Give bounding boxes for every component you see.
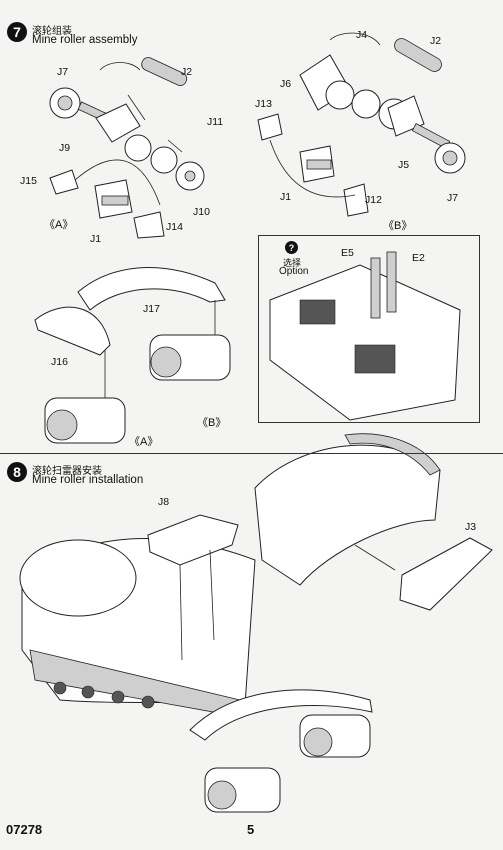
label-j6: J6 — [280, 78, 292, 90]
label-j11: J11 — [207, 116, 224, 128]
label-j4: J4 — [356, 29, 368, 41]
product-code: 07278 — [6, 822, 43, 837]
label-j12: J12 — [365, 194, 382, 206]
frame-assembly-step7 — [34, 267, 231, 444]
label-j16: J16 — [51, 356, 68, 368]
label-j10: J10 — [193, 206, 210, 218]
label-a-top: 《A》 — [44, 219, 74, 231]
label-j15: J15 — [20, 175, 37, 187]
option-panel — [258, 235, 480, 423]
tank-hull — [19, 538, 256, 716]
step-7-number: 7 — [13, 24, 21, 40]
assembly-a-exploded — [49, 57, 205, 239]
j8-bracket — [147, 514, 239, 661]
label-j7-left: J7 — [57, 66, 69, 78]
label-e5: E5 — [341, 247, 354, 259]
option-icon-glyph: ? — [288, 242, 295, 253]
label-j1-left: J1 — [90, 233, 102, 245]
assembly-b-exploded — [257, 32, 466, 217]
step-8-number: 8 — [13, 464, 21, 480]
label-b-bottom: 《B》 — [197, 417, 227, 429]
label-a-bottom: 《A》 — [129, 436, 159, 448]
step-divider — [0, 453, 503, 454]
label-b-top: 《B》 — [383, 220, 413, 232]
option-label-en: Option — [279, 266, 309, 277]
track-plow-section — [254, 433, 493, 611]
option-inset-illustration — [269, 251, 461, 421]
label-j17: J17 — [143, 303, 160, 315]
option-icon: ? — [285, 241, 298, 254]
step-8-badge: 8 — [7, 462, 27, 482]
step-7-badge: 7 — [7, 22, 27, 42]
label-j14: J14 — [166, 221, 183, 233]
label-j13: J13 — [255, 98, 272, 110]
label-j7-right: J7 — [447, 192, 459, 204]
label-e2: E2 — [412, 252, 425, 264]
option-label-cn: 选择 — [283, 258, 302, 268]
label-j5: J5 — [398, 159, 410, 171]
step-7-title-cn: 滚轮组装 — [32, 26, 72, 37]
label-j1-right: J1 — [280, 191, 292, 203]
step-8-title-cn: 滚轮扫雷器安装 — [32, 466, 102, 477]
label-j2-left: J2 — [181, 66, 193, 78]
page-number: 5 — [247, 822, 255, 837]
step8-roller-frame — [189, 689, 373, 813]
label-j9: J9 — [59, 142, 71, 154]
step-7-title-en: Mine roller assembly — [32, 34, 138, 46]
label-j3: J3 — [465, 521, 477, 533]
label-j8: J8 — [158, 496, 170, 508]
step-8-title-en: Mine roller installation — [32, 474, 144, 486]
label-j2-right: J2 — [430, 35, 442, 47]
